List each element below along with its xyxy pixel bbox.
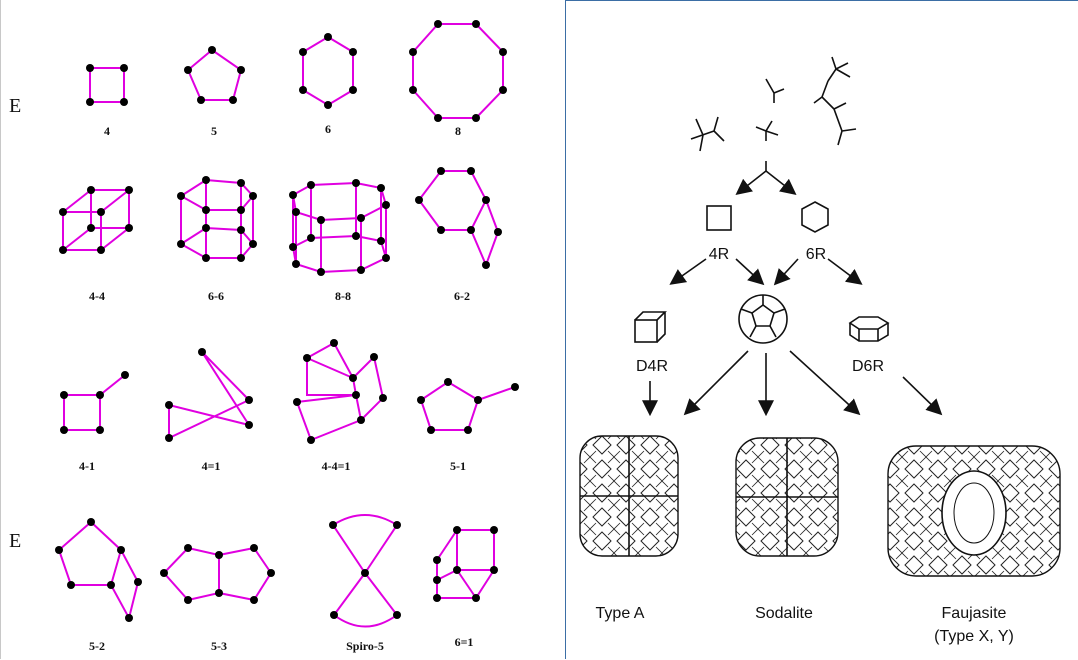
arrow-cage-to-faujasite — [789, 350, 861, 416]
label-4r: 4R — [709, 246, 729, 263]
arrow-to-d6r — [827, 258, 863, 285]
arrow-to-d4r — [669, 258, 707, 285]
ring-6-2-shape — [415, 167, 502, 269]
label-5: 5 — [211, 124, 217, 138]
label-4-4-equals-1: 4-4=1 — [322, 459, 351, 473]
label-6r: 6R — [806, 246, 826, 263]
type-a-framework — [579, 435, 679, 557]
label-4: 4 — [104, 124, 110, 138]
double-4-ring-shape — [59, 186, 133, 254]
label-type-x-y: (Type X, Y) — [934, 628, 1014, 645]
ring-5-3-shape — [160, 544, 275, 604]
label-4-4: 4-4 — [89, 289, 105, 303]
label-d4r: D4R — [636, 358, 668, 375]
label-8-8: 8-8 — [335, 289, 351, 303]
sodalite-cage-shape — [738, 294, 788, 344]
ring-8-shape — [409, 20, 507, 122]
spiro-5-shape — [329, 514, 401, 628]
label-6-6: 6-6 — [208, 289, 224, 303]
ring-5-1-shape — [417, 378, 519, 434]
label-type-a: Type A — [596, 605, 645, 622]
zeolite-framework-panel: 4R 6R D4R D6R Type A — [565, 0, 1078, 659]
row-letter-1: E — [9, 95, 21, 117]
label-5-2: 5-2 — [89, 639, 105, 653]
label-d6r: D6R — [852, 358, 884, 375]
double-8-ring-shape — [289, 179, 390, 276]
label-5-3: 5-3 — [211, 639, 227, 653]
sbu-diagram: E E 4 5 6 8 — [9, 20, 519, 653]
sodalite-framework — [735, 437, 839, 557]
label-5-1: 5-1 — [450, 459, 466, 473]
label-6-2: 6-2 — [454, 289, 470, 303]
d6r-shape — [848, 316, 890, 342]
double-6-ring-shape — [177, 176, 257, 262]
6r-shape — [801, 201, 829, 233]
label-faujasite: Faujasite — [942, 605, 1007, 622]
arrow-to-4r — [738, 161, 767, 193]
label-sodalite: Sodalite — [755, 605, 813, 622]
row-letter-2: E — [9, 530, 21, 552]
tetrahedra-units — [690, 56, 857, 152]
sbu-structures-panel: E E 4 5 6 8 — [0, 0, 519, 659]
faujasite-framework — [887, 445, 1061, 577]
zeolite-diagram: 4R 6R D4R D6R Type A — [579, 56, 1061, 645]
arrow-cage-to-type-a — [683, 350, 749, 416]
ring-6-equals-1-shape — [433, 526, 498, 602]
4r-shape — [706, 205, 732, 231]
arrow-d6r-to-faujasite — [902, 376, 943, 416]
label-spiro-5: Spiro-5 — [346, 639, 384, 653]
arrow-6r-to-sodalite-cage — [773, 258, 799, 286]
ring-6-shape — [299, 33, 357, 109]
arrow-4r-to-sodalite-cage — [735, 258, 765, 286]
ring-4-equals-1-shape — [165, 348, 253, 442]
label-4-equals-1: 4=1 — [202, 459, 221, 473]
label-4-1: 4-1 — [79, 459, 95, 473]
ring-4-1-shape — [60, 371, 129, 434]
label-6: 6 — [325, 122, 331, 136]
label-8: 8 — [455, 124, 461, 138]
ring-5-2-shape — [55, 518, 142, 622]
arrow-to-6r — [765, 170, 797, 195]
ring-4-4-equals-1-shape — [293, 339, 387, 444]
ring-4-shape — [86, 64, 128, 106]
label-6-equals-1: 6=1 — [455, 635, 474, 649]
d4r-shape — [634, 311, 667, 343]
ring-5-shape — [184, 46, 245, 104]
